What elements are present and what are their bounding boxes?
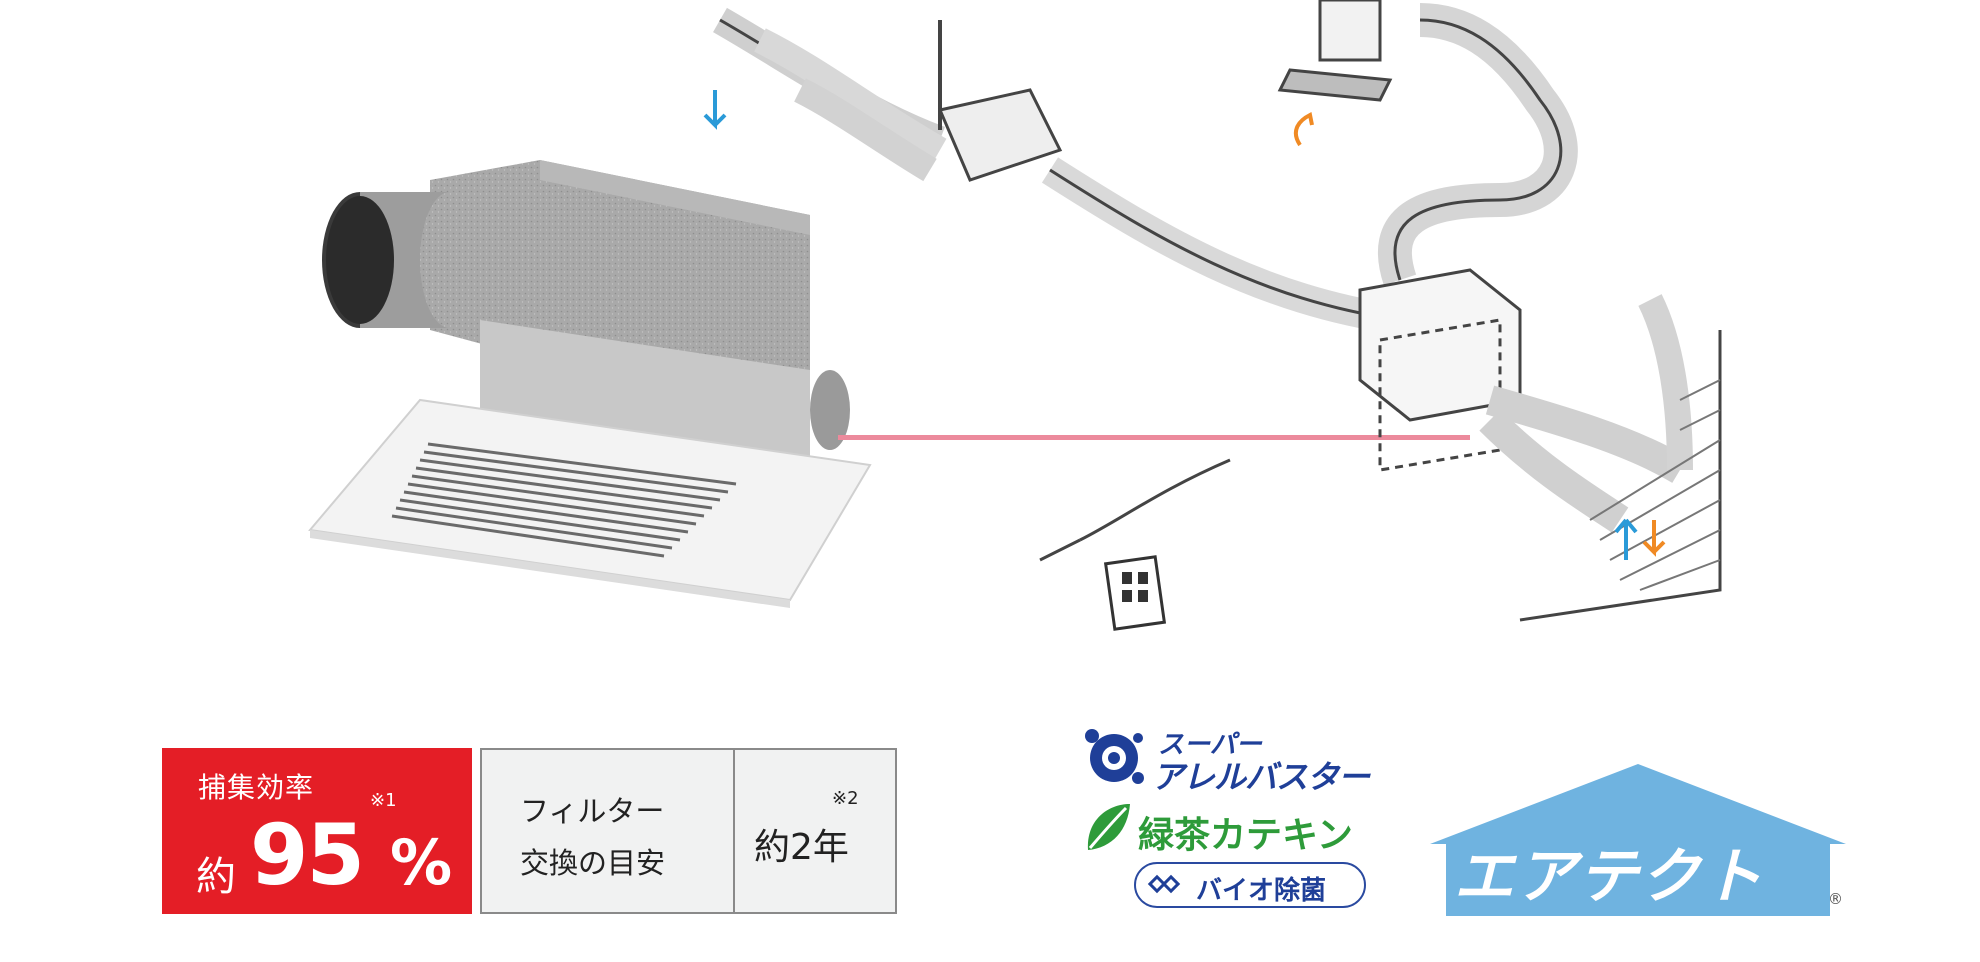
bio-sterilization-text: バイオ除菌 — [1196, 876, 1327, 906]
filter-replacement-box: フィルター 交換の目安 ※2 約2年 — [480, 748, 897, 914]
efficiency-unit: % — [390, 826, 453, 899]
duct-system-illustration — [703, 0, 1722, 631]
filter-note: ※2 — [832, 788, 859, 809]
filter-label-line2: 交換の目安 — [520, 846, 666, 880]
registered-mark: ® — [1828, 890, 1843, 908]
airflow-arrow-icons — [703, 90, 1666, 560]
wall-switch-icon — [1103, 555, 1167, 631]
fan-unit-illustration — [308, 160, 872, 608]
filter-value: 約2年 — [754, 827, 849, 868]
super-logo-line2: アレルバスター — [1152, 758, 1370, 796]
efficiency-value: 95 — [250, 806, 365, 904]
efficiency-note: ※1 — [370, 790, 397, 811]
green-tea-leaf-icon — [1087, 804, 1130, 850]
airtect-logo-text: エアテクト — [1454, 842, 1764, 912]
bio-diamond-icon — [1147, 874, 1181, 894]
capture-efficiency-box: 捕集効率 ※1 約 95 % — [162, 748, 472, 914]
airtect-house-icon — [1430, 764, 1846, 916]
filter-label-line1: フィルター — [520, 794, 665, 828]
super-logo-line1: スーパー — [1158, 730, 1262, 760]
efficiency-prefix: 約 — [196, 854, 236, 900]
box-divider — [733, 750, 735, 912]
green-tea-catechin-text: 緑茶カテキン — [1138, 815, 1353, 856]
efficiency-label: 捕集効率 — [198, 771, 315, 804]
super-allerbuster-icon — [1085, 729, 1144, 784]
leader-line — [838, 435, 1470, 440]
bio-sterilization-badge: バイオ除菌 — [1134, 862, 1366, 908]
